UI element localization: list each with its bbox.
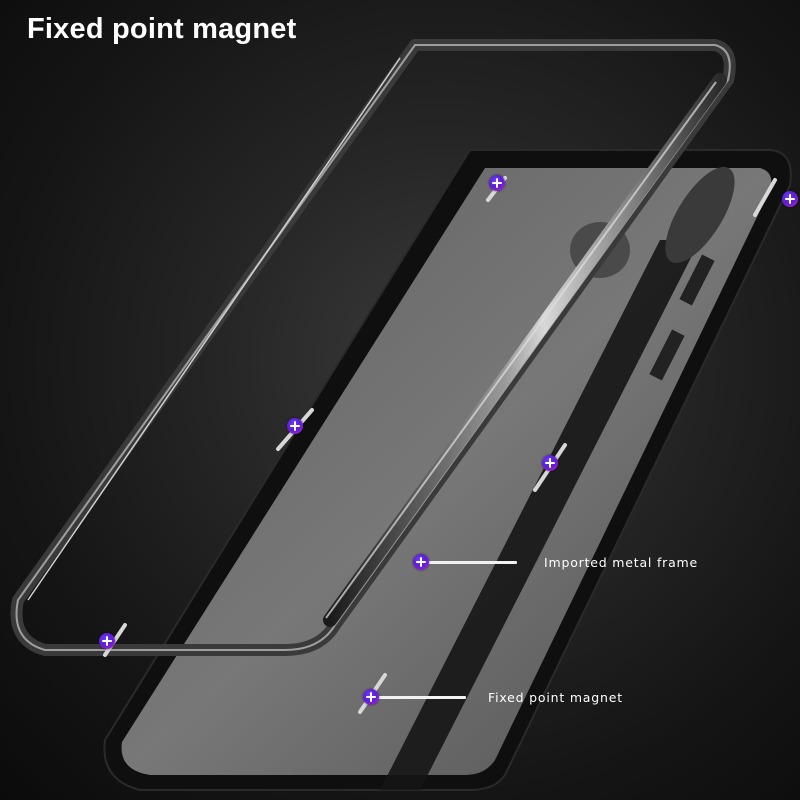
callout-label-magnet: Fixed point magnet — [488, 690, 623, 705]
plus-marker-icon — [99, 633, 115, 649]
plus-marker-icon — [287, 418, 303, 434]
plus-marker-icon — [489, 175, 505, 191]
callout-label-metal-frame: Imported metal frame — [544, 555, 699, 570]
headline-title: Fixed point magnet — [27, 13, 297, 45]
plus-marker-icon — [413, 554, 429, 570]
plus-marker-icon — [542, 455, 558, 471]
callout-line-magnet — [374, 696, 466, 699]
plus-marker-icon — [363, 689, 379, 705]
plus-marker-icon — [782, 191, 798, 207]
front-bumper-frame — [10, 39, 736, 656]
callout-line-metal-frame — [424, 561, 517, 564]
